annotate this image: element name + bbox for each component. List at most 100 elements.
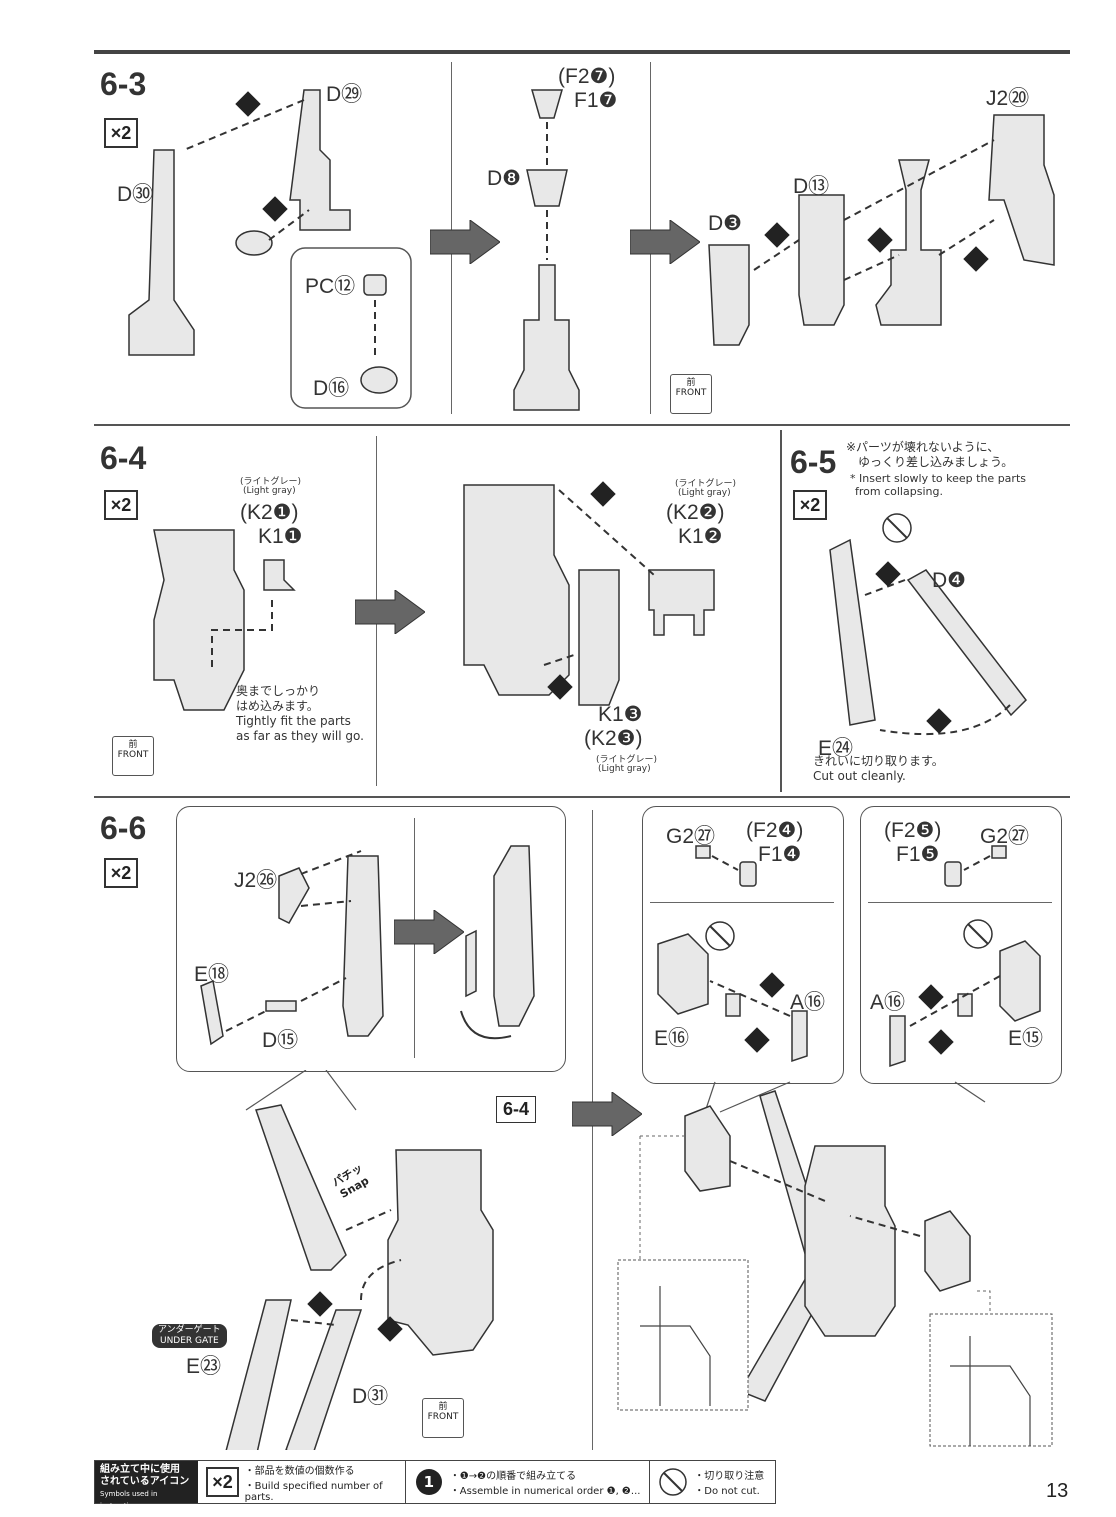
next-arrow-icon: [630, 220, 700, 264]
part-f14: [739, 861, 757, 887]
part-k13: [578, 569, 620, 706]
part-e16: [657, 933, 709, 1015]
color-note: (ライトグレー): [240, 477, 302, 487]
part-label: D⑬: [793, 175, 830, 198]
part-label: K1❸: [598, 703, 643, 726]
divider: [780, 430, 782, 792]
part-e16-placed: [684, 1105, 731, 1192]
part-j226: [278, 867, 310, 924]
part-d4: [906, 569, 1027, 717]
part-body: [153, 529, 245, 711]
divider: [650, 902, 834, 903]
part-label: D⑮: [262, 1029, 299, 1052]
color-note: (Light gray): [678, 488, 731, 498]
part-label: D❹: [932, 569, 966, 592]
part-d13: [798, 194, 845, 326]
part-column-right: [875, 159, 942, 326]
part-body-right: [463, 484, 570, 696]
legend-no-cut: ・切り取り注意・Do not cut.: [650, 1461, 775, 1503]
part-label: (F2❼): [558, 65, 616, 88]
part-label: J2㉖: [234, 869, 278, 892]
part-column-a: [342, 855, 384, 1037]
part-a16b-mid: [957, 993, 973, 1017]
part-d29: [289, 89, 351, 231]
part-k11: [263, 559, 296, 591]
legend-order: 1 ・❶→❷の順番で組み立てる・Assemble in numerical or…: [406, 1461, 651, 1503]
part-e15-placed: [924, 1210, 971, 1292]
part-d30: [128, 149, 195, 356]
part-label: D❸: [708, 212, 742, 235]
top-rule: [94, 50, 1070, 54]
part-label: K1❷: [678, 525, 723, 548]
part-label: G2㉗: [980, 825, 1030, 848]
part-a16b: [889, 1015, 906, 1068]
part-d15: [265, 1000, 297, 1012]
divider: [592, 810, 593, 1450]
part-d31: [285, 1309, 363, 1450]
part-a16: [791, 1010, 808, 1063]
next-arrow-icon: [394, 910, 464, 954]
part-label: E㉓: [186, 1355, 222, 1378]
icon-legend: 組み立て中に使用されているアイコン Symbols used in instru…: [94, 1460, 776, 1510]
part-label: (K2❸): [584, 727, 643, 750]
multiplier-badge: ×2: [104, 118, 138, 148]
warning-note: ※パーツが壊れないように、ゆっくり差し込みましょう。: [846, 440, 1014, 469]
part-label: A⑯: [790, 991, 826, 1014]
diagram-6-6-callout: [200, 845, 535, 1046]
page-number: 13: [1046, 1480, 1069, 1502]
part-label: (F2❺): [884, 819, 942, 842]
part-e15: [999, 940, 1041, 1022]
part-label: PC⑫: [305, 275, 356, 298]
color-note: (ライトグレー): [596, 755, 658, 765]
part-k12: [648, 569, 715, 636]
color-note: (Light gray): [598, 764, 651, 774]
part-f17: [531, 89, 563, 119]
part-e18: [200, 979, 224, 1046]
step-label-6-6: 6-6: [100, 810, 147, 846]
step-label-6-4: 6-4: [100, 440, 147, 476]
diagram-6-3: [128, 89, 1055, 411]
part-label: J2⑳: [986, 87, 1030, 110]
multiplier-badge: ×2: [104, 858, 138, 888]
color-note: (ライトグレー): [675, 479, 737, 489]
no-cut-icon: [659, 1468, 688, 1496]
diagram-6-4: [153, 481, 715, 711]
part-label: D⑯: [313, 377, 350, 400]
part-g2-27: [695, 845, 711, 859]
part-j220: [988, 114, 1055, 266]
part-label: E⑱: [194, 963, 230, 986]
next-arrow-icon: [355, 590, 425, 634]
part-label: (F2❹): [746, 819, 804, 842]
part-label: A⑯: [870, 991, 906, 1014]
part-d8: [526, 169, 568, 207]
legend-multiply: ×2 ・部品を数値の個数作る・Build specified number of…: [198, 1461, 406, 1503]
part-label: D㉚: [117, 183, 154, 206]
part-d3: [708, 244, 750, 346]
step-label-6-3: 6-3: [100, 66, 147, 102]
part-label: D㉙: [326, 83, 363, 106]
divider: [868, 902, 1052, 903]
multiplier-icon: ×2: [206, 1467, 239, 1497]
part-label: E⑯: [654, 1027, 690, 1050]
part-label: F1❼: [574, 89, 618, 112]
reference-badge: 6-4: [496, 1096, 537, 1123]
part-body-right: [804, 1145, 896, 1337]
part-d16: [360, 366, 398, 394]
part-g2-27b: [991, 845, 1007, 859]
multiplier-badge: ×2: [104, 490, 138, 520]
part-e23: [225, 1299, 292, 1450]
part-e24: [829, 538, 876, 726]
part-f15: [944, 861, 962, 887]
part-label: D❽: [487, 167, 521, 190]
part-label: (K2❷): [666, 501, 725, 524]
diagram-6-6-main: [225, 1070, 494, 1450]
step-one-icon: 1: [415, 1469, 442, 1495]
cut-note: きれいに切り取ります。Cut out cleanly.: [813, 754, 944, 783]
part-column: [513, 264, 580, 411]
diagram-6-5: [829, 513, 1027, 736]
